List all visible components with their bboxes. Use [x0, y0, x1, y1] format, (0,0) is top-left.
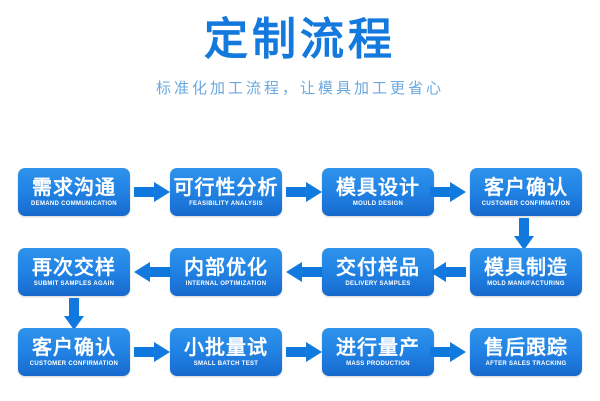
- arrow-tail: [519, 218, 529, 238]
- arrow-tail: [300, 267, 322, 277]
- flow-step-label-cn: 进行量产: [336, 335, 420, 359]
- process-flow-diagram: 需求沟通 DEMAND COMMUNICATION 可行性分析 FEASIBIL…: [0, 150, 600, 401]
- flow-step-label-cn: 小批量试: [184, 335, 268, 359]
- header: 定制流程 标准化加工流程，让模具加工更省心: [0, 0, 600, 98]
- flow-step-box[interactable]: 进行量产 MASS PRODUCTION: [322, 328, 434, 376]
- arrow-head: [450, 182, 466, 202]
- flow-step-label-en: MOULD DESIGN: [352, 200, 404, 208]
- flow-step-label-en: DELIVERY SAMPLES: [345, 280, 411, 288]
- arrow-head: [450, 342, 466, 362]
- arrow-right-icon: [134, 342, 170, 362]
- arrow-head: [306, 342, 322, 362]
- arrow-down-icon: [514, 218, 534, 250]
- arrow-head: [430, 262, 446, 282]
- arrow-tail: [148, 267, 170, 277]
- flow-step-label-cn: 客户确认: [32, 335, 116, 359]
- arrow-right-icon: [286, 342, 322, 362]
- flow-step-box[interactable]: 再次交样 SUBMIT SAMPLES AGAIN: [18, 248, 130, 296]
- flow-row-1: 需求沟通 DEMAND COMMUNICATION 可行性分析 FEASIBIL…: [0, 168, 600, 216]
- page-subtitle: 标准化加工流程，让模具加工更省心: [155, 79, 444, 97]
- flow-step-label-en: AFTER SALES TRACKING: [485, 360, 567, 368]
- flow-step-label-cn: 需求沟通: [32, 175, 116, 199]
- arrow-tail: [69, 298, 79, 318]
- flow-step-box[interactable]: 小批量试 SMALL BATCH TEST: [170, 328, 282, 376]
- flow-step-label-en: CUSTOMER CONFIRMATION: [481, 200, 571, 208]
- arrow-head: [514, 236, 534, 250]
- arrow-right-icon: [430, 342, 466, 362]
- flow-step-box[interactable]: 需求沟通 DEMAND COMMUNICATION: [18, 168, 130, 216]
- flow-step-label-cn: 模具设计: [336, 175, 420, 199]
- flow-row-3: 客户确认 CUSTOMER CONFIRMATION 小批量试 SMALL BA…: [0, 328, 600, 376]
- arrow-tail: [430, 347, 452, 357]
- arrow-tail: [286, 187, 308, 197]
- flow-step-label-cn: 客户确认: [484, 175, 568, 199]
- flow-step-box[interactable]: 售后跟踪 AFTER SALES TRACKING: [470, 328, 582, 376]
- flow-step-box[interactable]: 模具设计 MOULD DESIGN: [322, 168, 434, 216]
- flow-step-label-cn: 再次交样: [32, 255, 116, 279]
- flow-step-label-en: CUSTOMER CONFIRMATION: [29, 360, 119, 368]
- flow-step-label-cn: 售后跟踪: [484, 335, 568, 359]
- flow-step-box[interactable]: 客户确认 CUSTOMER CONFIRMATION: [470, 168, 582, 216]
- flow-step-label-en: MASS PRODUCTION: [346, 360, 410, 368]
- flow-step-label-en: INTERNAL OPTIMIZATION: [185, 280, 267, 288]
- flow-row-2: 再次交样 SUBMIT SAMPLES AGAIN 内部优化 INTERNAL …: [0, 248, 600, 296]
- arrow-head: [306, 182, 322, 202]
- arrow-head: [64, 316, 84, 330]
- flow-step-box[interactable]: 可行性分析 FEASIBILITY ANALYSIS: [170, 168, 282, 216]
- arrow-tail: [286, 347, 308, 357]
- flow-step-label-cn: 模具制造: [484, 255, 568, 279]
- arrow-left-icon: [134, 262, 170, 282]
- flow-step-label-en: SMALL BATCH TEST: [193, 360, 259, 368]
- flow-step-box[interactable]: 客户确认 CUSTOMER CONFIRMATION: [18, 328, 130, 376]
- arrow-right-icon: [286, 182, 322, 202]
- arrow-tail: [444, 267, 466, 277]
- arrow-head: [154, 182, 170, 202]
- flow-step-label-en: FEASIBILITY ANALYSIS: [189, 200, 263, 208]
- arrow-right-icon: [430, 182, 466, 202]
- flow-step-label-cn: 可行性分析: [173, 175, 279, 199]
- arrow-head: [286, 262, 302, 282]
- arrow-tail: [134, 347, 156, 357]
- page-title: 定制流程: [204, 14, 396, 65]
- flow-step-label-en: DEMAND COMMUNICATION: [31, 200, 117, 208]
- arrow-head: [134, 262, 150, 282]
- arrow-right-icon: [134, 182, 170, 202]
- flow-step-label-en: SUBMIT SAMPLES AGAIN: [33, 280, 115, 288]
- flow-step-box[interactable]: 内部优化 INTERNAL OPTIMIZATION: [170, 248, 282, 296]
- arrow-left-icon: [430, 262, 466, 282]
- arrow-tail: [134, 187, 156, 197]
- arrow-tail: [430, 187, 452, 197]
- flow-step-label-en: MOLD MANUFACTURING: [487, 280, 565, 288]
- flow-step-label-cn: 交付样品: [336, 255, 420, 279]
- arrow-left-icon: [286, 262, 322, 282]
- flow-step-box[interactable]: 交付样品 DELIVERY SAMPLES: [322, 248, 434, 296]
- arrow-head: [154, 342, 170, 362]
- flow-step-label-cn: 内部优化: [184, 255, 268, 279]
- flow-step-box[interactable]: 模具制造 MOLD MANUFACTURING: [470, 248, 582, 296]
- arrow-down-icon: [64, 298, 84, 330]
